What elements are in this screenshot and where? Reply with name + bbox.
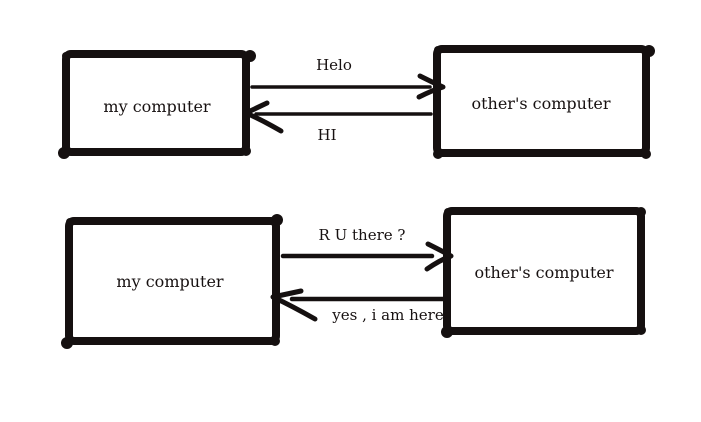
top-arrowhead-right [416,73,446,100]
bottom-arrowhead-left [270,288,318,322]
bottom-exchange: my computer other's computer R U there ?… [61,207,646,349]
bottom-arrowhead-right [424,241,454,272]
bottom-right-computer-label: other's computer [474,263,613,282]
corner-blob [62,52,70,60]
corner-blob [241,146,251,156]
top-exchange: my computer other's computer Helo HI [58,45,655,159]
corner-blob [433,149,443,159]
corner-blob [441,326,453,338]
top-arrowhead-left [243,100,284,134]
corner-blob [636,325,646,335]
top-left-computer-label: my computer [103,97,211,116]
bottom-message-right-label: R U there ? [319,226,406,244]
corner-blob [244,50,256,62]
top-message-left-label: HI [317,126,336,144]
top-right-computer-box [433,45,650,157]
top-left-computer-box [62,50,250,156]
corner-blob [66,218,74,226]
corner-blob [58,147,70,159]
top-right-computer-label: other's computer [471,94,610,113]
corner-blob [434,46,442,54]
corner-blob [643,45,655,57]
corner-blob [271,214,283,226]
corner-blob [641,149,651,159]
corner-blob [61,337,73,349]
bottom-left-computer-label: my computer [116,272,224,291]
top-message-right-label: Helo [316,56,352,74]
corner-blob [270,336,280,346]
bottom-message-left-label: yes , i am here [331,306,444,324]
corner-blob [636,207,646,217]
bottom-right-computer-box [443,207,645,335]
bottom-left-computer-box [65,217,280,345]
corner-blob [444,208,452,216]
